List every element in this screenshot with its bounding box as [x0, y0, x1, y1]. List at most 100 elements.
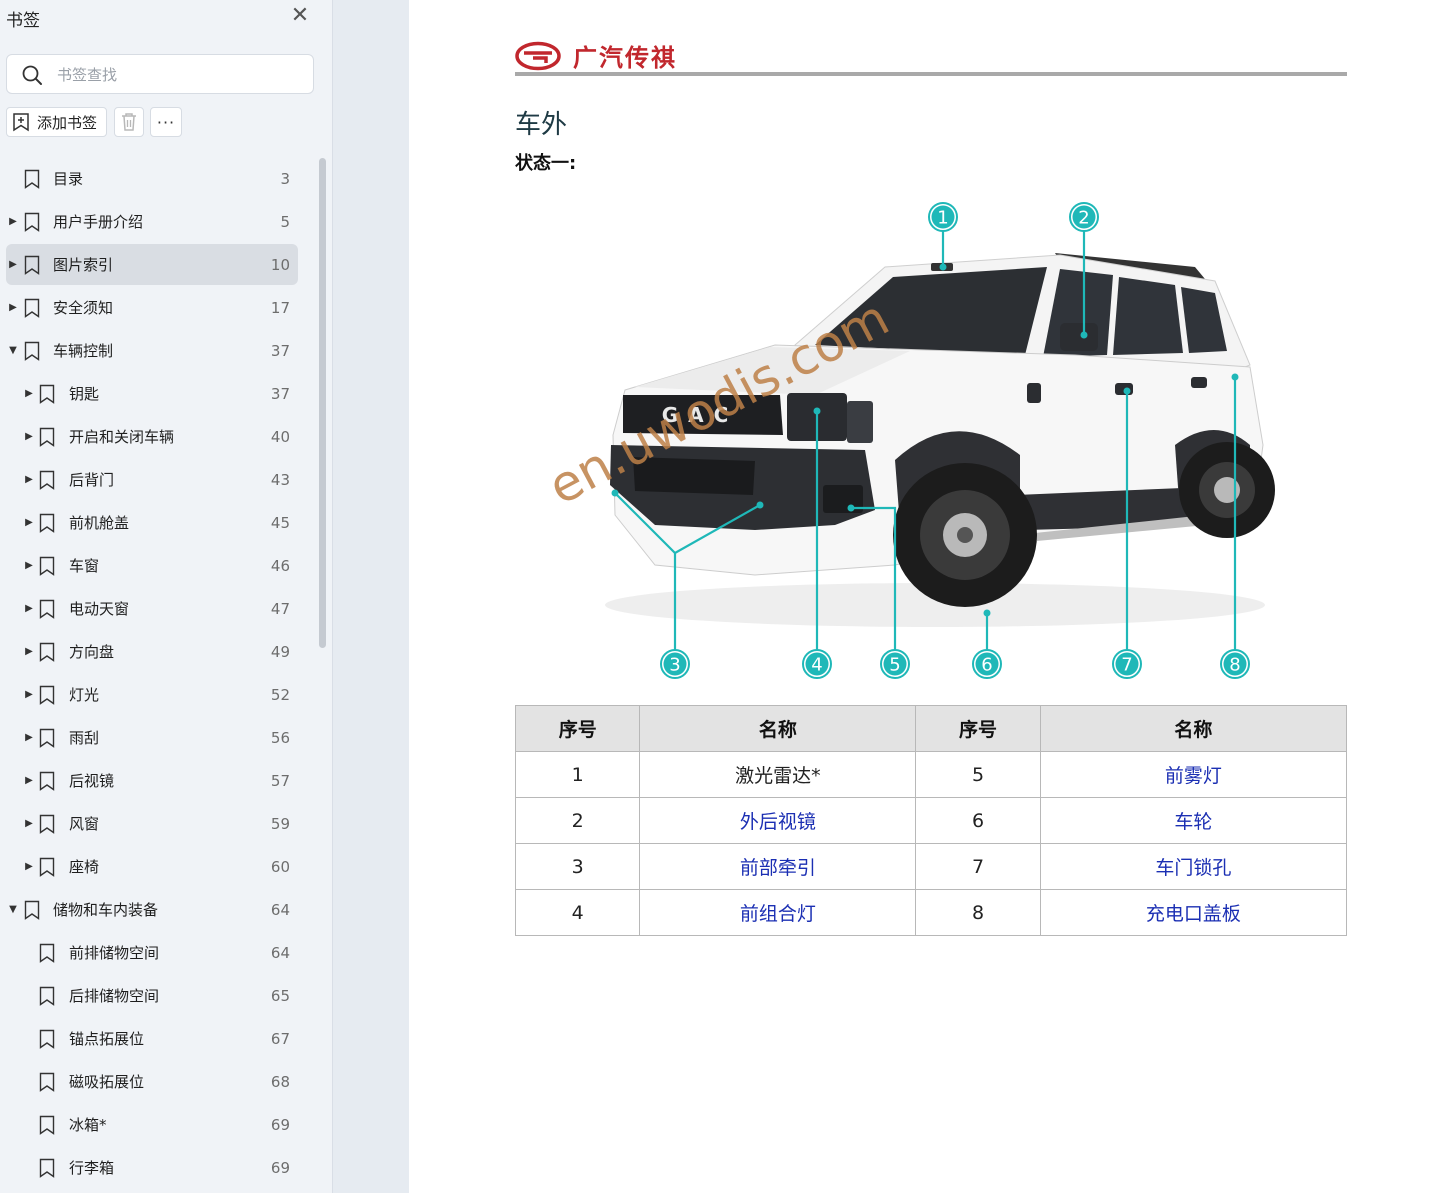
bookmark-label: 电动天窗: [69, 600, 130, 618]
part-link[interactable]: 前雾灯: [1039, 751, 1348, 798]
delete-bookmark-button[interactable]: [114, 107, 144, 137]
bookmark-label: 前机舱盖: [69, 514, 130, 532]
bookmark-icon: [24, 298, 40, 318]
collapsed-arrow-icon[interactable]: ▶: [25, 387, 33, 399]
sidebar-scrollbar[interactable]: [319, 158, 326, 648]
part-link[interactable]: 充电口盖板: [1039, 889, 1348, 936]
brand-name: 广汽传祺: [573, 44, 677, 72]
collapsed-arrow-icon[interactable]: ▶: [9, 258, 17, 270]
collapsed-arrow-icon[interactable]: ▶: [25, 731, 33, 743]
bookmark-icon: [39, 556, 55, 576]
cell-number: 4: [514, 889, 641, 936]
callout-number: 4: [811, 655, 822, 676]
bookmark-page-number: 49: [270, 642, 290, 661]
bookmark-icon: [39, 943, 55, 963]
bookmark-icon: [39, 771, 55, 791]
bookmark-item[interactable]: ▶ 钥匙 37: [0, 372, 318, 415]
brand-logo: 广汽传祺: [515, 38, 677, 73]
bookmark-page-number: 3: [280, 169, 290, 188]
callout-badge-3: 3: [660, 649, 690, 679]
bookmark-label: 后视镜: [69, 772, 115, 790]
bookmark-search-box[interactable]: [6, 54, 314, 94]
add-bookmark-button[interactable]: 添加书签: [6, 107, 107, 137]
part-link[interactable]: 前部牵引: [639, 843, 917, 890]
bookmark-item[interactable]: 冰箱*69: [0, 1103, 318, 1146]
cell-number: 8: [915, 889, 1041, 936]
collapsed-arrow-icon[interactable]: ▶: [25, 473, 33, 485]
bookmark-page-number: 45: [270, 513, 290, 532]
bookmark-label: 钥匙: [69, 385, 100, 403]
collapsed-arrow-icon[interactable]: ▶: [25, 430, 33, 442]
close-icon[interactable]: ✕: [290, 3, 310, 28]
part-link[interactable]: 车轮: [1039, 797, 1348, 844]
bookmark-label: 座椅: [69, 858, 100, 876]
bookmark-icon: [39, 1029, 55, 1049]
col-header-name-2: 名称: [1039, 705, 1348, 752]
bookmark-page-number: 59: [270, 814, 290, 833]
bookmark-search-input[interactable]: [55, 61, 307, 89]
collapsed-arrow-icon[interactable]: ▶: [25, 817, 33, 829]
callout-number: 1: [937, 208, 948, 229]
bookmark-item[interactable]: ▶ 前机舱盖 45: [0, 501, 318, 544]
collapsed-arrow-icon[interactable]: ▶: [25, 602, 33, 614]
bookmark-page-number: 37: [270, 384, 290, 403]
bookmark-page-number: 67: [270, 1029, 290, 1048]
bookmark-item[interactable]: ▶ 电动天窗 47: [0, 587, 318, 630]
bookmark-icon: [39, 384, 55, 404]
part-link[interactable]: 车门锁孔: [1039, 843, 1348, 890]
bookmark-page-number: 60: [270, 857, 290, 876]
part-link[interactable]: 前组合灯: [639, 889, 917, 936]
search-icon: [22, 65, 42, 85]
bookmark-label: 灯光: [69, 686, 100, 704]
bookmark-item[interactable]: ▶ 座椅 60: [0, 845, 318, 888]
collapsed-arrow-icon[interactable]: ▶: [25, 774, 33, 786]
expanded-arrow-icon[interactable]: ▼: [9, 903, 17, 915]
more-options-button[interactable]: ···: [150, 107, 182, 137]
bookmark-page-number: 68: [270, 1072, 290, 1091]
bookmark-page-number: 46: [270, 556, 290, 575]
collapsed-arrow-icon[interactable]: ▶: [9, 301, 17, 313]
callout-number: 7: [1121, 655, 1132, 676]
cell-number: 2: [514, 797, 641, 844]
expanded-arrow-icon[interactable]: ▼: [9, 344, 17, 356]
bookmark-icon: [39, 814, 55, 834]
bookmark-icon: [39, 1072, 55, 1092]
collapsed-arrow-icon[interactable]: ▶: [9, 215, 17, 227]
bookmark-page-number: 47: [270, 599, 290, 618]
callout-leaders: [614, 231, 1237, 650]
bookmark-label: 冰箱*: [69, 1116, 107, 1134]
trash-icon: [122, 113, 136, 131]
bookmark-icon: [24, 169, 40, 189]
gac-logo-icon: [515, 41, 561, 70]
collapsed-arrow-icon[interactable]: ▶: [25, 516, 33, 528]
callout-badge-4: 4: [802, 649, 832, 679]
collapsed-arrow-icon[interactable]: ▶: [25, 559, 33, 571]
bookmark-page-number: 64: [270, 943, 290, 962]
bookmark-label: 风窗: [69, 815, 100, 833]
bookmark-page-number: 64: [270, 900, 290, 919]
collapsed-arrow-icon[interactable]: ▶: [25, 645, 33, 657]
collapsed-arrow-icon[interactable]: ▶: [25, 860, 33, 872]
part-link[interactable]: 外后视镜: [639, 797, 917, 844]
cell-part-name: 激光雷达*: [639, 751, 917, 798]
bookmark-item[interactable]: ▶ 风窗 59: [0, 802, 318, 845]
collapsed-arrow-icon[interactable]: ▶: [25, 688, 33, 700]
